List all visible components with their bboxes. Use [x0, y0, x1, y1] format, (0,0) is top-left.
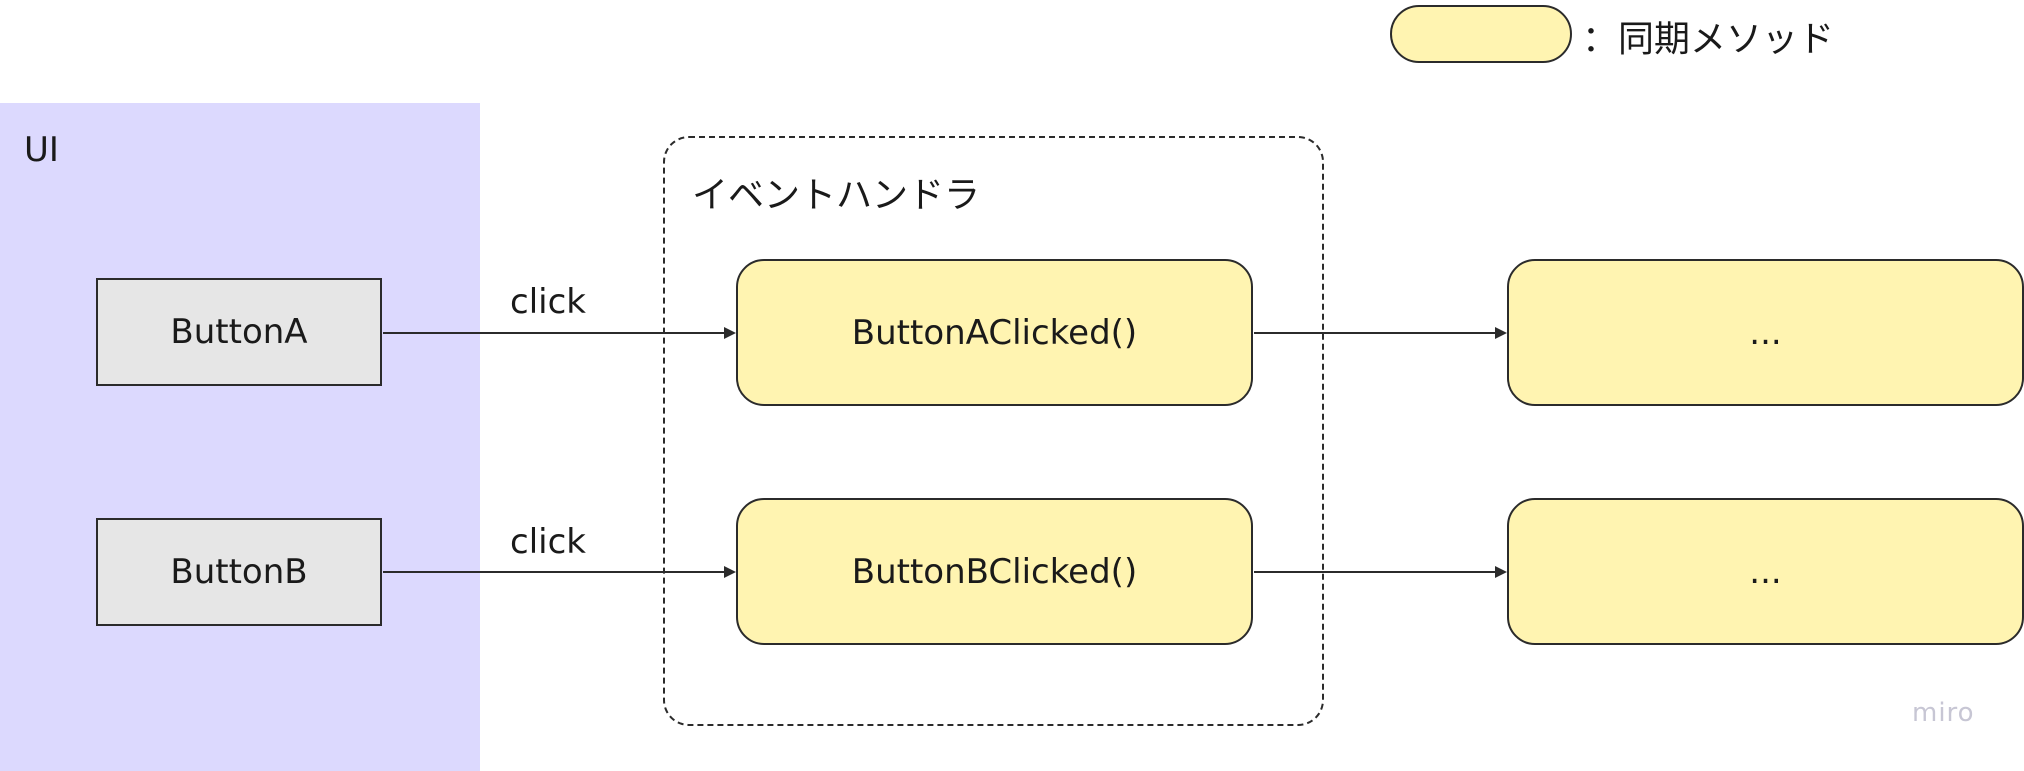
next-step-b: ... — [1507, 498, 2024, 645]
ui-panel-label: UI — [24, 130, 59, 170]
click-edge-label-b: click — [510, 522, 586, 562]
click-edge-label-a: click — [510, 282, 586, 322]
miro-watermark: miro — [1912, 698, 1975, 728]
legend-sync-label: ：同期メソッド — [1582, 19, 1835, 60]
event-handler-title: イベントハンドラ — [692, 175, 981, 216]
button-b-node: ButtonB — [96, 518, 382, 626]
button-b-clicked-method: ButtonBClicked() — [736, 498, 1253, 645]
event-handler-group — [663, 136, 1324, 726]
button-a-clicked-method: ButtonAClicked() — [736, 259, 1253, 406]
button-a-node: ButtonA — [96, 278, 382, 386]
legend-sync-swatch — [1390, 5, 1572, 63]
next-step-a: ... — [1507, 259, 2024, 406]
ui-panel — [0, 103, 480, 771]
